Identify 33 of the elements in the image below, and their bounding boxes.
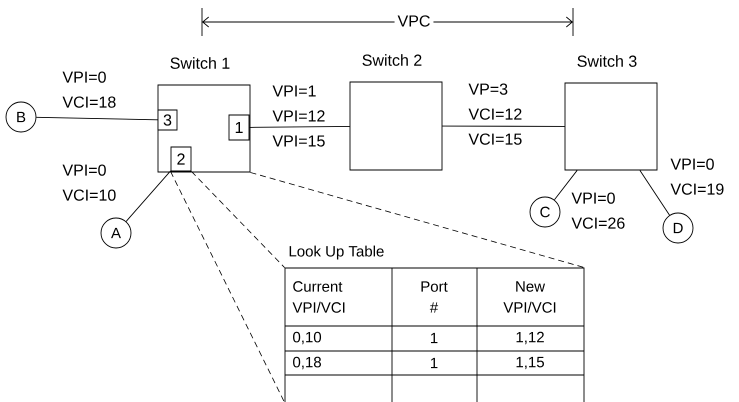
zoom-line xyxy=(191,171,285,268)
table-cell: 1,15 xyxy=(516,356,544,370)
edge-label: VP=3 VCI=12 VCI=15 xyxy=(468,83,522,145)
dimension-label: VPC xyxy=(394,12,434,30)
link-line xyxy=(126,170,171,222)
edge-label: VPI=0 VCI=19 xyxy=(670,158,724,195)
edge-label: VPI=1 VPI=12 VPI=15 xyxy=(272,85,325,147)
edge-label: VPI=0 VCI=10 xyxy=(62,164,116,201)
table-cell: 0,10 xyxy=(293,332,322,344)
link-line xyxy=(640,170,670,216)
link-line xyxy=(36,116,158,120)
node-label: Switch 1 xyxy=(170,57,230,69)
switch-box: Switch 2 xyxy=(350,54,442,170)
table-cell: Current VPI/VCI xyxy=(292,281,344,313)
table-cell: 1 xyxy=(430,358,438,368)
port-box: 2 xyxy=(170,146,192,172)
zoom-line xyxy=(170,171,285,402)
edge-label: VPI=0 VCI=26 xyxy=(572,192,625,229)
switch-box: Switch 3 xyxy=(564,55,658,170)
node-label: Switch 2 xyxy=(362,54,422,66)
link-line xyxy=(249,126,350,128)
table-cell: 1,12 xyxy=(516,332,544,344)
port-box: 1 xyxy=(228,114,250,140)
edge-label: VPI=0 VCI=18 xyxy=(62,71,116,108)
table-cell: 0,18 xyxy=(293,356,321,370)
table-cell: Port # xyxy=(421,281,448,313)
node-label: Switch 3 xyxy=(577,55,637,67)
port-box: 3 xyxy=(158,110,178,130)
table-cell: New VPI/VCI xyxy=(503,281,556,313)
link-line xyxy=(442,126,565,127)
zoom-line xyxy=(250,172,585,268)
table-cell: 1 xyxy=(430,332,438,344)
link-line xyxy=(554,170,578,200)
